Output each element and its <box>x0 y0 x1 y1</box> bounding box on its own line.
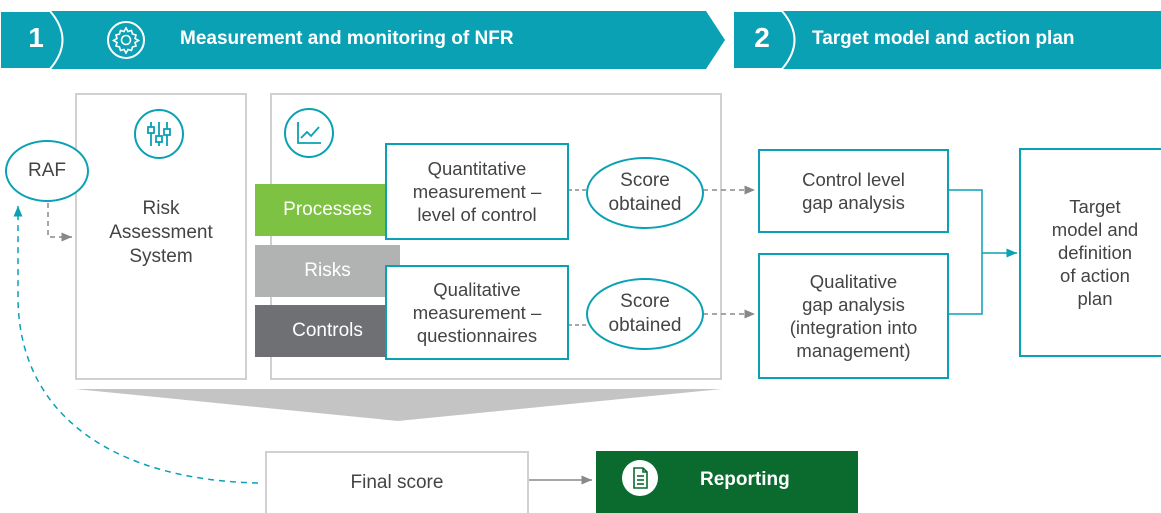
step1-number: 1 <box>28 22 44 53</box>
score-oval-quantitative: Score obtained <box>586 157 704 229</box>
risks-tag: Risks <box>255 245 400 297</box>
reporting-label: Reporting <box>700 469 790 490</box>
controls-tag: Controls <box>255 305 400 357</box>
banner-bar <box>0 10 1161 70</box>
step2-number: 2 <box>754 22 770 53</box>
qualitative-box: Qualitative measurement – questionnaires <box>385 265 569 360</box>
score2-label: Score obtained <box>608 291 682 336</box>
control-gap-box: Control level gap analysis <box>758 149 949 233</box>
document-icon <box>621 459 659 497</box>
step1-title: Measurement and monitoring of NFR <box>180 28 514 49</box>
quantitative-label: Quantitative measurement – level of cont… <box>412 158 542 225</box>
score-oval-qualitative: Score obtained <box>586 278 704 350</box>
qualitative-gap-label: Qualitative gap analysis (integration in… <box>789 271 918 361</box>
raf-oval: RAF <box>5 140 89 202</box>
gear-icon <box>106 20 146 60</box>
raf-to-risk-system-arrow <box>47 203 72 242</box>
final-score-to-raf-curve <box>13 206 259 484</box>
funnel-arrow <box>75 389 722 421</box>
score1-label: Score obtained <box>608 170 682 215</box>
reporting-box: Reporting <box>596 451 858 513</box>
gap-merge-lines <box>948 189 983 315</box>
quantitative-box: Quantitative measurement – level of cont… <box>385 143 569 240</box>
final-score-box: Final score <box>265 451 529 513</box>
step2-title: Target model and action plan <box>812 28 1075 49</box>
raf-label: RAF <box>28 160 66 181</box>
final-score-label: Final score <box>350 472 444 493</box>
line-chart-icon <box>284 108 334 158</box>
processes-tag: Processes <box>255 184 400 236</box>
sliders-icon <box>134 109 184 159</box>
control-gap-label: Control level gap analysis <box>802 169 905 213</box>
qualitative-label: Qualitative measurement – questionnaires <box>412 279 542 346</box>
banner-step1-arrow <box>0 11 725 69</box>
target-label: Target model and definition of action pl… <box>1051 196 1139 309</box>
banner-step2-bar <box>733 11 1161 69</box>
qualitative-gap-box: Qualitative gap analysis (integration in… <box>758 253 949 379</box>
target-box: Target model and definition of action pl… <box>1019 148 1161 357</box>
banner-step1-number-badge <box>0 10 64 70</box>
banner-step2-number-badge <box>732 10 796 70</box>
risk-system-label: Risk Assessment System <box>109 198 213 267</box>
